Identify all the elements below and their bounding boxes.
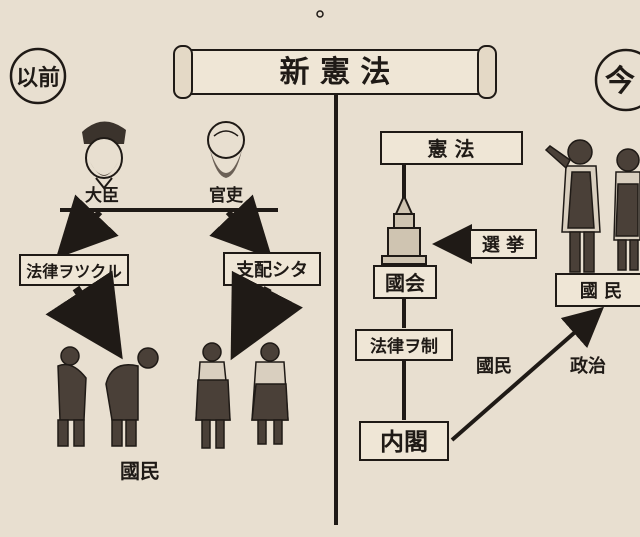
box-diet-text: 國会 xyxy=(385,271,425,295)
arrow-law-to-people xyxy=(45,270,123,360)
bureaucrat-figure xyxy=(207,121,245,178)
arrow-to-rule-box xyxy=(209,194,273,259)
minister-figure xyxy=(82,121,126,190)
box-constitution-text: 憲 法 xyxy=(428,137,475,161)
top-dot xyxy=(316,10,324,18)
box-make-laws: 法律ヲツクル xyxy=(19,254,129,286)
arrow-cabinet-to-people xyxy=(450,306,605,442)
title-text: 新 憲 法 xyxy=(280,55,391,90)
box-ruled: 支配シタ xyxy=(223,252,321,286)
label-politics-gov: 政治 xyxy=(570,355,606,377)
people-group-now xyxy=(544,139,640,273)
box-make-laws-text: 法律ヲツクル xyxy=(26,262,122,281)
arrow-rule-to-people xyxy=(230,270,303,361)
label-people-left: 國民 xyxy=(120,459,160,483)
box-election: 選 挙 xyxy=(469,229,537,259)
title-scroll: 新 憲 法 xyxy=(173,45,497,99)
box-law-text: 法律ヲ制 xyxy=(370,336,438,357)
people-group-left xyxy=(57,346,159,447)
badge-now: 今 xyxy=(594,48,640,112)
label-politics-people: 國民 xyxy=(476,356,512,377)
box-constitution: 憲 法 xyxy=(380,131,523,165)
box-cabinet: 内閣 xyxy=(359,421,449,461)
badge-now-text: 今 xyxy=(605,64,635,99)
box-election-text: 選 挙 xyxy=(482,234,524,256)
box-people-now-text: 國 民 xyxy=(580,281,622,302)
diet-building xyxy=(381,193,427,265)
box-law: 法律ヲ制 xyxy=(355,329,453,361)
box-ruled-text: 支配シタ xyxy=(235,259,308,281)
badge-before-text: 以前 xyxy=(16,65,60,91)
badge-before: 以前 xyxy=(9,47,67,105)
label-minister: 大臣 xyxy=(85,185,119,206)
box-cabinet-text: 内閣 xyxy=(380,427,428,456)
arrow-to-law-box xyxy=(55,194,119,259)
label-bureaucrat: 官吏 xyxy=(209,185,244,206)
box-people-now: 國 民 xyxy=(555,273,640,307)
people-group-right xyxy=(195,342,289,449)
box-diet: 國会 xyxy=(373,265,437,299)
